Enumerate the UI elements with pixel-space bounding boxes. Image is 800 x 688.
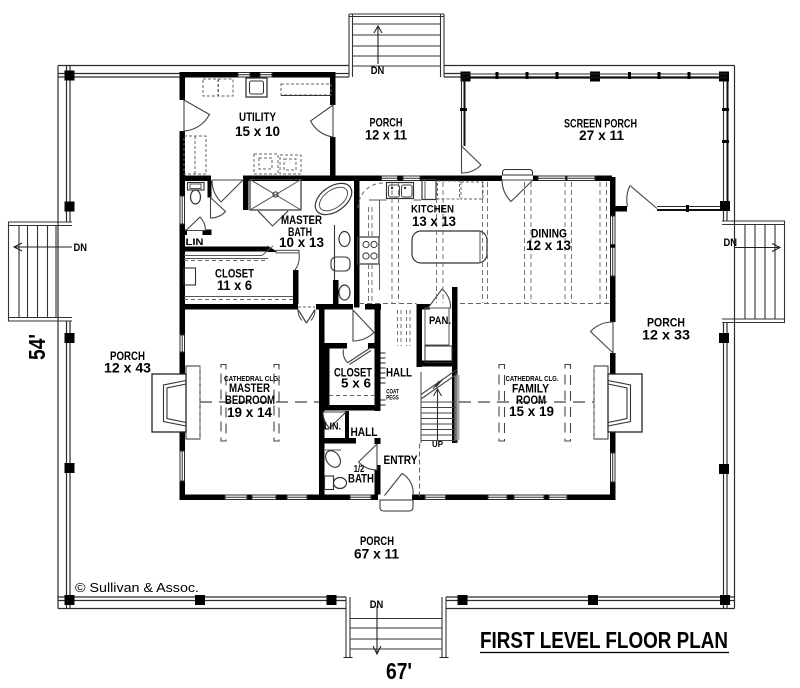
svg-text:CLOSET: CLOSET [334,368,372,380]
svg-text:BEDROOM: BEDROOM [225,395,275,407]
svg-text:COAT: COAT [386,390,399,396]
svg-text:DN: DN [724,237,738,249]
svg-text:15 x 19: 15 x 19 [509,403,554,419]
svg-text:CLOSET: CLOSET [215,269,254,281]
svg-text:LIN: LIN [186,237,204,248]
svg-text:KITCHEN: KITCHEN [411,204,454,216]
svg-text:SCREEN PORCH: SCREEN PORCH [564,119,637,131]
svg-text:27 x 11: 27 x 11 [579,127,624,143]
svg-text:5 x 6: 5 x 6 [341,376,371,391]
svg-text:HALL: HALL [351,427,378,439]
svg-text:54': 54' [24,334,50,360]
svg-text:19 x 14: 19 x 14 [227,404,272,420]
svg-text:67 x 11: 67 x 11 [354,546,399,562]
svg-text:ENTRY: ENTRY [384,455,418,467]
svg-text:PAN.: PAN. [429,315,451,327]
svg-text:12 x 13: 12 x 13 [526,237,571,253]
svg-text:15 x 10: 15 x 10 [235,123,280,139]
svg-text:12 x 33: 12 x 33 [642,327,690,343]
svg-text:DN: DN [74,242,88,254]
svg-text:FAMILY: FAMILY [512,384,549,396]
svg-text:UP: UP [432,440,444,449]
svg-text:PORCH: PORCH [370,118,403,130]
svg-text:BATH: BATH [288,227,312,239]
svg-text:1/2: 1/2 [354,463,365,475]
svg-text:MASTER: MASTER [281,215,323,227]
svg-text:MASTER: MASTER [229,383,271,395]
svg-text:DN: DN [370,599,384,611]
svg-text:12 x 11: 12 x 11 [365,127,407,143]
svg-text:PEGS: PEGS [386,396,399,402]
svg-text:CATHEDRAL CLG.: CATHEDRAL CLG. [224,376,280,383]
svg-text:PORCH: PORCH [360,536,394,548]
svg-text:HALL: HALL [386,368,412,380]
svg-text:13 x 13: 13 x 13 [412,213,456,229]
svg-text:DINING: DINING [531,229,567,241]
svg-text:12 x 43: 12 x 43 [104,360,151,376]
svg-text:67': 67' [386,658,412,684]
svg-text:ROOM: ROOM [516,395,546,407]
svg-text:PORCH: PORCH [110,351,145,363]
svg-text:10 x 13: 10 x 13 [279,234,324,250]
svg-text:DN: DN [371,65,385,77]
svg-text:UTILITY: UTILITY [239,112,276,124]
svg-text:11 x 6: 11 x 6 [217,277,252,293]
svg-text:LIN.: LIN. [324,422,341,433]
svg-text:BATH: BATH [348,474,374,486]
svg-text:CATHEDRAL CLG.: CATHEDRAL CLG. [506,376,559,383]
svg-text:FIRST LEVEL FLOOR PLAN: FIRST LEVEL FLOOR PLAN [480,627,728,653]
svg-text:PORCH: PORCH [647,318,685,330]
svg-text:© Sullivan & Assoc.: © Sullivan & Assoc. [75,581,199,595]
